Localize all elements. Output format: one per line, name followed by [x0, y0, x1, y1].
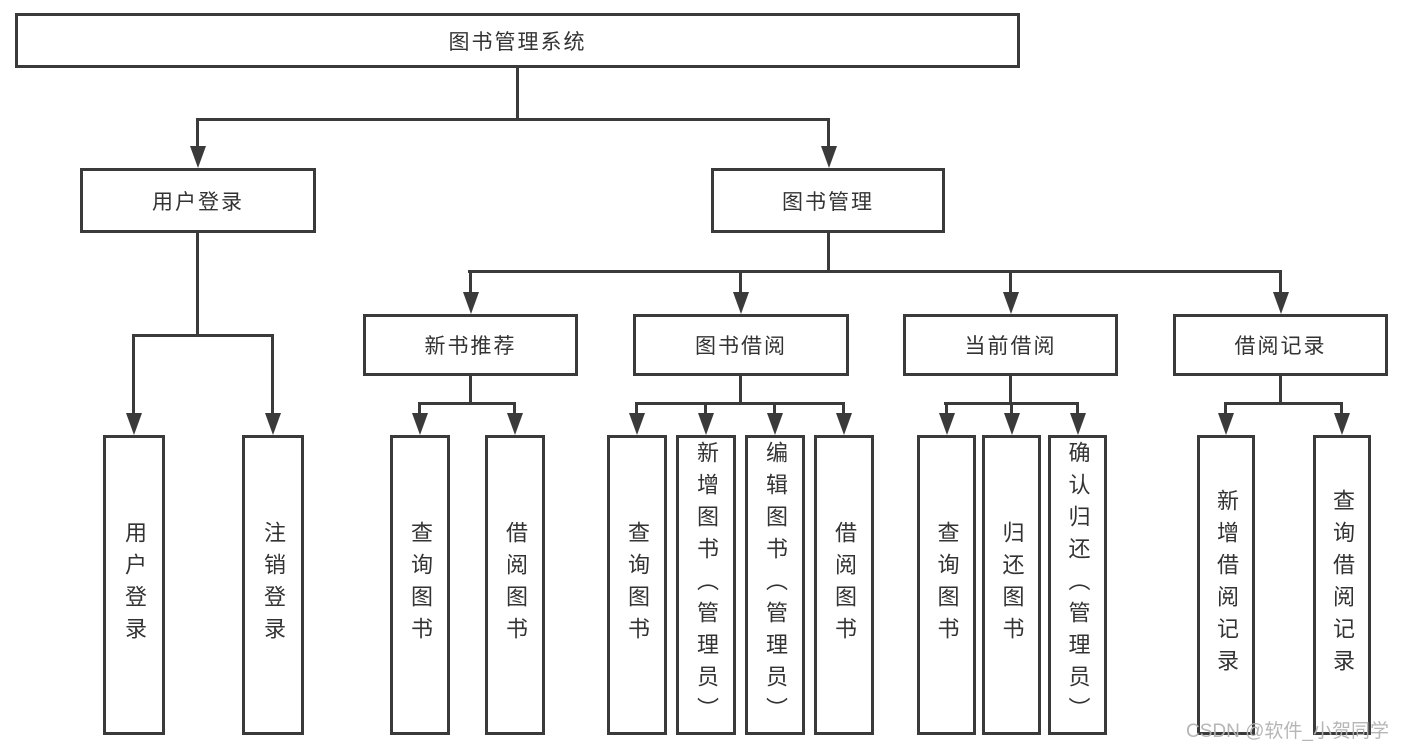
arrowhead-down-icon: [1334, 413, 1350, 435]
connector-leaf-drop: [704, 402, 707, 417]
leaf-nbr-query-books: 查询图书: [390, 435, 450, 735]
arrowhead-down-icon: [1070, 413, 1086, 435]
leaf-label: 新增借阅记录: [1214, 489, 1239, 681]
arrowhead-down-icon: [1004, 413, 1020, 435]
leaf-br-query-borrow-record: 查询借阅记录: [1313, 435, 1371, 735]
arrowhead-down-icon: [265, 413, 281, 435]
connector-book-mgmt-stem: [827, 233, 830, 273]
arrowhead-down-icon: [126, 413, 142, 435]
arrowhead-down-icon: [507, 413, 523, 435]
leaf-bb-add-books-admin: 新增图书（管理员）: [676, 435, 736, 735]
leaf-cb-query-books: 查询图书: [917, 435, 976, 735]
leaf-bb-borrow-books: 借阅图书: [814, 435, 874, 735]
connector-l3-drop: [1279, 270, 1282, 296]
connector-nbr-rail: [418, 402, 516, 405]
leaf-nbr-borrow-books: 借阅图书: [485, 435, 545, 735]
connector-leaf-drop: [1340, 402, 1343, 417]
node-borrowing-records: 借阅记录: [1173, 314, 1388, 376]
connector-leaf-drop: [513, 402, 516, 417]
arrowhead-down-icon: [629, 413, 645, 435]
node-label: 当前借阅: [964, 335, 1057, 358]
leaf-label: 确认归还（管理员）: [1065, 441, 1091, 729]
leaf-user-login: 用户登录: [103, 435, 165, 735]
arrowhead-down-icon: [767, 413, 783, 435]
leaf-br-add-borrow-record: 新增借阅记录: [1197, 435, 1255, 735]
connector-br-rail: [1224, 402, 1343, 405]
leaf-cb-return-books: 归还图书: [982, 435, 1041, 735]
node-library-management-system: 图书管理系统: [15, 13, 1020, 68]
node-new-book-recommendation: 新书推荐: [363, 314, 578, 376]
connector-user-login-drop: [196, 118, 199, 150]
arrowhead-down-icon: [190, 146, 206, 168]
leaf-label: 新增图书（管理员）: [694, 441, 719, 729]
connector-l3-drop: [469, 270, 472, 296]
node-label: 借阅记录: [1234, 335, 1327, 358]
connector-br-stem: [1279, 376, 1282, 405]
connector-leaf-drop: [271, 334, 274, 416]
node-label: 图书管理系统: [448, 30, 587, 54]
node-label: 新书推荐: [424, 335, 517, 358]
arrowhead-down-icon: [836, 413, 852, 435]
arrowhead-down-icon: [733, 292, 749, 314]
connector-leaf-drop: [773, 402, 776, 417]
connector-leaf-drop: [1010, 402, 1013, 417]
connector-book-mgmt-rail: [468, 270, 1282, 273]
leaf-label: 归还图书: [999, 521, 1025, 649]
leaf-cb-confirm-return-admin: 确认归还（管理员）: [1048, 435, 1107, 735]
connector-leaf-drop: [1076, 402, 1079, 417]
connector-book-mgmt-drop: [827, 118, 830, 150]
node-label: 图书管理: [782, 190, 874, 214]
connector-leaf-drop: [945, 402, 948, 417]
connector-l3-drop: [1009, 270, 1012, 296]
leaf-label: 查询借阅记录: [1330, 489, 1355, 681]
arrowhead-down-icon: [1003, 292, 1019, 314]
leaf-label: 编辑图书（管理员）: [763, 441, 788, 729]
leaf-bb-query-books: 查询图书: [607, 435, 667, 735]
node-label: 用户登录: [152, 190, 244, 214]
connector-user-login-stem: [196, 233, 199, 337]
connector-nbr-stem: [469, 376, 472, 405]
arrowhead-down-icon: [698, 413, 714, 435]
leaf-label: 查询图书: [625, 521, 650, 649]
arrowhead-down-icon: [463, 292, 479, 314]
connector-user-login-rail: [132, 334, 274, 337]
node-book-borrowing: 图书借阅: [633, 314, 849, 376]
connector-leaf-drop: [1224, 402, 1227, 417]
connector-cb-stem: [1009, 376, 1012, 405]
connector-leaf-drop: [635, 402, 638, 417]
connector-bb-stem: [739, 376, 742, 405]
connector-leaf-drop: [842, 402, 845, 417]
leaf-bb-edit-books-admin: 编辑图书（管理员）: [745, 435, 805, 735]
arrowhead-down-icon: [1273, 292, 1289, 314]
connector-leaf-drop: [418, 402, 421, 417]
node-user-login: 用户登录: [80, 168, 316, 233]
arrowhead-down-icon: [821, 146, 837, 168]
connector-bb-rail: [635, 402, 845, 405]
csdn-watermark: CSDN @软件_小贺同学: [1186, 721, 1389, 742]
leaf-label: 借阅图书: [503, 521, 528, 649]
leaf-logout: 注销登录: [242, 435, 304, 735]
leaf-label: 借阅图书: [832, 521, 857, 649]
connector-l3-drop: [739, 270, 742, 296]
arrowhead-down-icon: [412, 413, 428, 435]
leaf-label: 查询图书: [408, 521, 433, 649]
node-label: 图书借阅: [695, 335, 787, 358]
node-book-management: 图书管理: [711, 168, 945, 233]
leaf-label: 用户登录: [122, 521, 147, 649]
connector-leaf-drop: [132, 334, 135, 416]
connector-root-rail: [196, 118, 830, 121]
node-current-borrowing: 当前借阅: [903, 314, 1118, 376]
leaf-label: 注销登录: [261, 521, 286, 649]
arrowhead-down-icon: [1218, 413, 1234, 435]
leaf-label: 查询图书: [934, 521, 960, 649]
arrowhead-down-icon: [939, 413, 955, 435]
connector-root-stem: [516, 68, 519, 118]
